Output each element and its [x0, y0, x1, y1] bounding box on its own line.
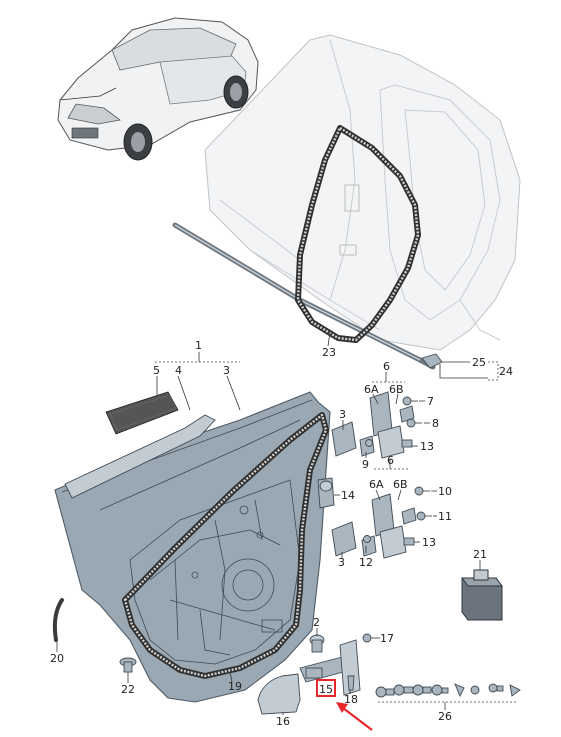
- callout-6b: 6: [387, 454, 394, 467]
- callout-12: 12: [359, 556, 373, 569]
- body-door-seal: [295, 125, 421, 343]
- clip-25: [421, 353, 443, 369]
- fastener-set-26: [375, 683, 521, 698]
- callout-17: 17: [380, 632, 394, 645]
- window-trim-4: [64, 414, 216, 499]
- callout-3c: 3: [338, 556, 345, 569]
- callout-14: 14: [341, 489, 355, 502]
- bolt-18: [347, 675, 355, 691]
- vehicle-thumbnail: [57, 17, 259, 161]
- callout-3b: 3: [339, 408, 346, 421]
- bolts: [363, 396, 432, 543]
- touch-up-box-21: [461, 569, 503, 621]
- callout-3a: 3: [223, 364, 230, 377]
- leader-lines: [56, 331, 516, 715]
- highlight-marker: [316, 679, 373, 731]
- callout-6B-upper: 6B: [389, 383, 404, 396]
- lower-hinge-assembly: [331, 493, 417, 559]
- callout-1: 1: [195, 339, 202, 352]
- cover-16: [257, 673, 301, 715]
- callout-2: 2: [313, 616, 320, 629]
- door-seal: [122, 412, 329, 679]
- door-check-strap-15: [299, 639, 361, 696]
- upper-hinge-assembly: [331, 391, 415, 459]
- callout-6A-upper: 6A: [364, 383, 379, 396]
- bolt-17: [362, 633, 372, 643]
- callout-16: 16: [276, 715, 290, 728]
- callout-25: 25: [472, 356, 486, 369]
- callout-22: 22: [121, 683, 135, 696]
- callout-23: 23: [322, 346, 336, 359]
- callout-20: 20: [50, 652, 64, 665]
- highlight-box-15: [316, 679, 336, 697]
- callout-11: 11: [438, 510, 452, 523]
- callout-24: 24: [499, 365, 513, 378]
- callout-5: 5: [153, 364, 160, 377]
- window-trim-5: [105, 391, 179, 435]
- callout-10: 10: [438, 485, 452, 498]
- callout-26: 26: [438, 710, 452, 723]
- highlight-arrow: [342, 707, 373, 731]
- callout-labels: 1 5 4 3 23 25 24 6 6A 6B 7 3 8 13 9 6 6A…: [50, 339, 513, 728]
- callout-6A-lower: 6A: [369, 478, 384, 491]
- callout-8: 8: [432, 417, 439, 430]
- callout-6B-lower: 6B: [393, 478, 408, 491]
- callout-18: 18: [344, 693, 358, 706]
- body-side-panel: [204, 34, 521, 351]
- callout-21: 21: [473, 548, 487, 561]
- callout-6a: 6: [383, 360, 390, 373]
- callout-19: 19: [228, 680, 242, 693]
- callout-13b: 13: [422, 536, 436, 549]
- plug-22: [119, 657, 137, 673]
- buffer-2: [309, 634, 325, 653]
- door-edge-seal-20: [52, 598, 64, 642]
- callout-15: 15: [319, 683, 333, 696]
- callout-13a: 13: [420, 440, 434, 453]
- door-check-14: [317, 477, 335, 509]
- callout-9: 9: [362, 458, 369, 471]
- callout-4: 4: [175, 364, 182, 377]
- callout-7: 7: [427, 395, 434, 408]
